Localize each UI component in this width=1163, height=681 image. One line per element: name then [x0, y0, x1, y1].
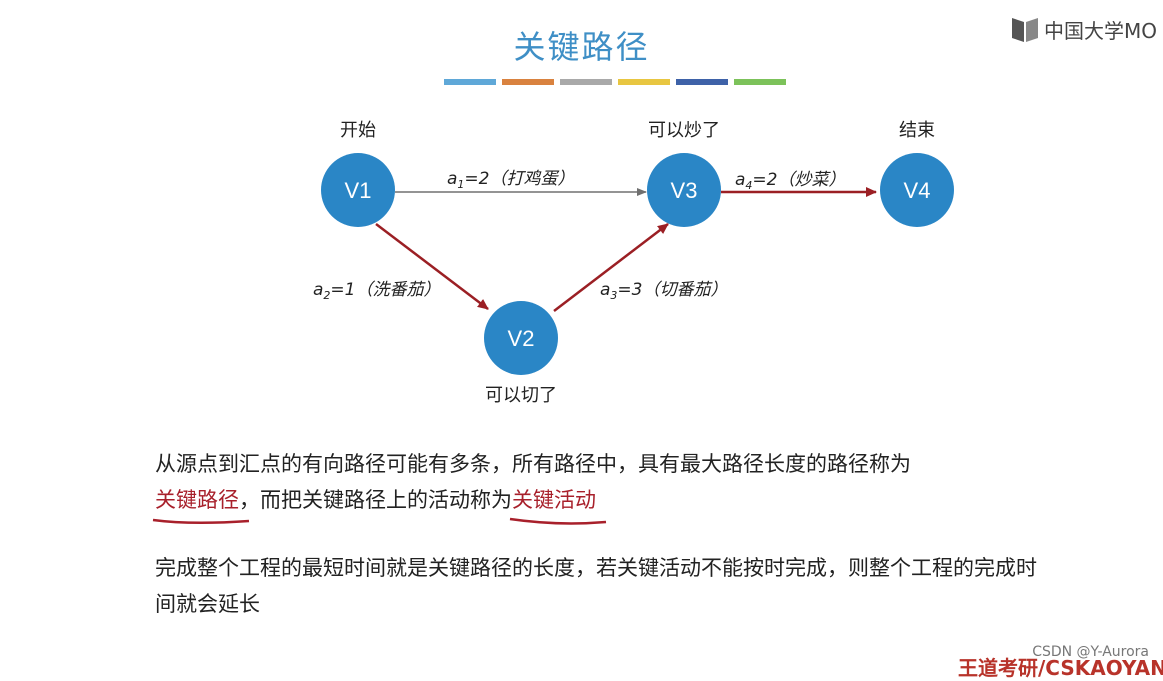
color-bar-segment	[734, 79, 786, 85]
definition-text-2: ，而把关键路径上的活动称为	[239, 488, 512, 512]
color-bar-segment	[444, 79, 496, 85]
node-circle	[880, 153, 954, 227]
edge-label-a2: a2=1（洗番茄）	[313, 280, 440, 302]
node-v4: V4 结束	[880, 120, 954, 227]
definition-text-1: 从源点到汇点的有向路径可能有多条，所有路径中，具有最大路径长度的路径称为	[155, 452, 911, 476]
highlight-critical-activity: 关键活动	[509, 482, 607, 525]
consequence-paragraph: 完成整个工程的最短时间就是关键路径的长度，若关键活动不能按时完成，则整个工程的完…	[155, 556, 1037, 616]
title-color-bar	[444, 79, 786, 85]
book-icon	[1012, 18, 1038, 42]
color-bar-segment	[560, 79, 612, 85]
aoe-network-diagram: a1=2（打鸡蛋） a2=1（洗番茄） a3=3（切番茄） a4=2（炒菜） V…	[313, 120, 954, 406]
logo-text: 中国大学MO	[1044, 18, 1157, 43]
node-circle	[647, 153, 721, 227]
color-bar-segment	[676, 79, 728, 85]
handwritten-underline	[152, 518, 250, 525]
node-label: V3	[671, 178, 698, 203]
highlight-critical-activity-text: 关键活动	[512, 488, 596, 512]
color-bar-segment	[502, 79, 554, 85]
node-circle	[321, 153, 395, 227]
edge-label-a3: a3=3（切番茄）	[600, 280, 727, 302]
edge-label-a4: a4=2（炒菜）	[735, 170, 845, 192]
highlight-critical-path: 关键路径	[152, 482, 250, 525]
edge-a3	[553, 223, 669, 312]
node-caption: 可以切了	[485, 385, 557, 406]
definition-paragraph: 从源点到汇点的有向路径可能有多条，所有路径中，具有最大路径长度的路径称为 关键路…	[152, 446, 1055, 525]
mooc-logo: 中国大学MO	[1010, 14, 1157, 44]
node-label: V1	[345, 178, 372, 203]
node-circle	[484, 301, 558, 375]
edge-a2	[375, 223, 489, 310]
node-caption: 开始	[340, 120, 376, 141]
node-v3: V3 可以炒了	[647, 120, 721, 227]
node-label: V4	[904, 178, 931, 203]
node-v1: V1 开始	[321, 120, 395, 227]
color-bar-segment	[618, 79, 670, 85]
node-caption: 结束	[899, 120, 935, 141]
node-label: V2	[508, 326, 535, 351]
node-v2: V2 可以切了	[484, 301, 558, 406]
node-caption: 可以炒了	[648, 120, 720, 141]
edge-label-a1: a1=2（打鸡蛋）	[447, 169, 574, 191]
handwritten-underline	[509, 517, 607, 525]
page-title: 关键路径	[513, 28, 650, 66]
highlight-critical-path-text: 关键路径	[155, 488, 239, 512]
watermark-text: CSDN @Y-Aurora	[1032, 644, 1149, 660]
